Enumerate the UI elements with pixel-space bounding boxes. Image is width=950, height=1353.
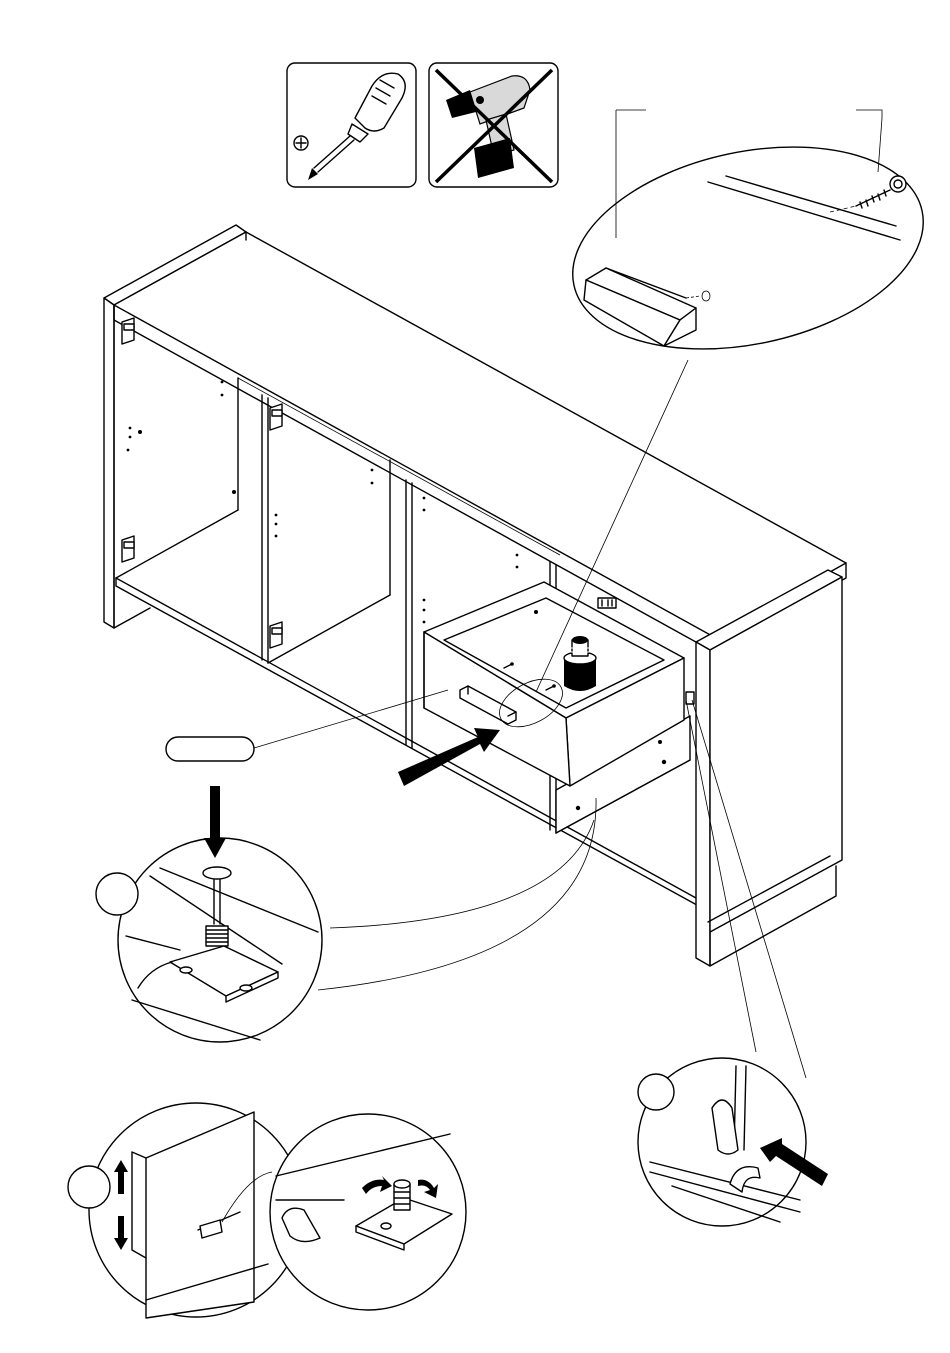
detail-bottom-left [68,1103,466,1318]
tool-drill-box [429,63,558,187]
detail-left-circle [96,786,596,1042]
step-badge [96,873,138,915]
step-badge [638,1074,674,1110]
step-badge [68,1166,110,1208]
insert-arrow-icon [398,728,500,786]
tool-screwdriver-box [287,63,416,187]
